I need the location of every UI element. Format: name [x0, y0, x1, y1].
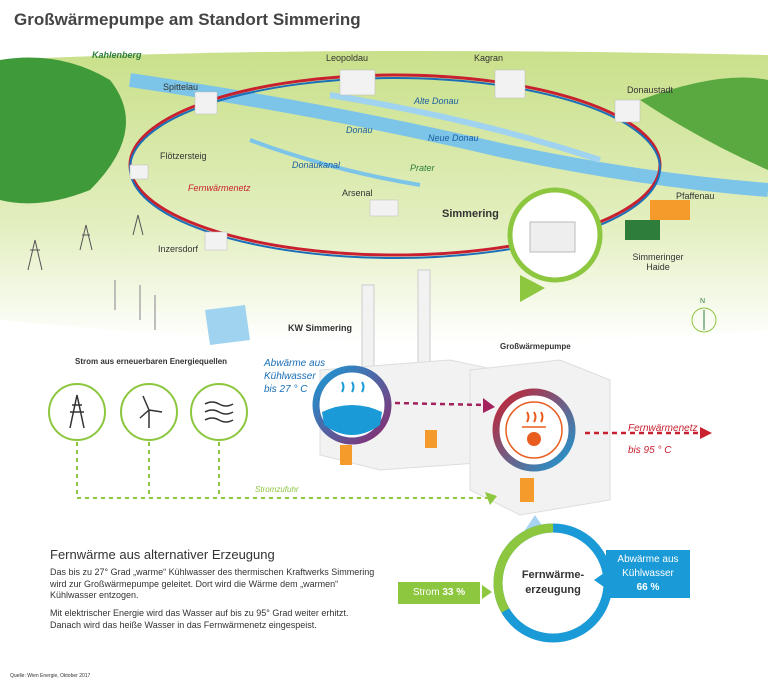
label-arsenal: Arsenal: [342, 188, 373, 198]
plant-inzersdorf: [204, 231, 228, 251]
pylons: [27, 214, 144, 271]
heat-pump-icon: [492, 388, 576, 472]
power-pylon-icon: [48, 383, 106, 441]
plant-simmeringer-haide: [625, 220, 660, 240]
info-paragraph-1: Das bis zu 27° Grad „warme“ Kühlwasser d…: [50, 567, 375, 600]
source-footer: Quelle: Wien Energie, Oktober 2017: [10, 673, 91, 679]
label-donau: Donau: [346, 125, 373, 135]
page-title: Großwärmepumpe am Standort Simmering: [14, 10, 361, 29]
strom-text: Strom: [412, 587, 440, 598]
label-donaustadt: Donaustadt: [627, 85, 674, 95]
compass-icon: [691, 307, 717, 333]
district-heating-line: Fernwärmenetz: [628, 423, 698, 434]
water-waves-icon: [190, 383, 248, 441]
donut-center-line: erzeugung: [525, 584, 581, 596]
label-simmeringer-haide: Simmeringer Haide: [632, 252, 684, 272]
abwaerme-box: [606, 550, 690, 598]
plant-kagran: [494, 69, 526, 99]
waste-heat-label: Abwärme aus Kühlwasser bis 27 ° C: [264, 357, 325, 396]
kw-simmering-label: KW Simmering: [288, 323, 353, 333]
label-kahlenberg: Kahlenberg: [92, 50, 142, 60]
hills: [0, 57, 126, 204]
label-neue-donau: Neue Donau: [428, 133, 479, 143]
strom-label: Strom 33 %: [398, 587, 480, 598]
label-donaukanal: Donaukanal: [292, 160, 341, 170]
renewables-label: Strom aus erneuerbaren Energiequellen: [75, 357, 228, 366]
strom-box: [398, 582, 480, 604]
waste-heat-arrow: [394, 401, 486, 407]
district-heating-line: bis 95 ° C: [628, 445, 672, 456]
river-donau: [128, 73, 768, 197]
waste-heat-line: Abwärme aus: [264, 358, 326, 369]
plant-arsenal: [369, 199, 399, 217]
wind-turbine-icon: [120, 383, 178, 441]
renewable-icons: [48, 383, 248, 441]
plant-pfaffenau: [650, 200, 690, 220]
power-supply-label: Stromzufuhr: [255, 485, 299, 494]
district-heating-label: Fernwärmenetz bis 95 ° C: [628, 418, 697, 462]
label-fernwaermenetz-map: Fernwärmenetz: [188, 183, 251, 193]
power-supply-line: [76, 442, 490, 499]
label-floetzersteig: Flötzersteig: [160, 151, 207, 161]
info-title: Fernwärme aus alternativer Erzeugung: [50, 547, 275, 562]
wind-turbines: [114, 280, 156, 330]
highlight-pointer: [520, 275, 545, 302]
heat-pump-label: Großwärmepumpe: [500, 342, 571, 351]
info-paragraph-2: Mit elektrischer Energie wird das Wasser…: [50, 608, 349, 630]
abwaerme-line: Abwärme aus: [617, 554, 679, 565]
label-pfaffenau: Pfaffenau: [676, 191, 715, 201]
donut-segment-strom: [493, 523, 613, 643]
abwaerme-pointer: [594, 573, 604, 587]
strom-value: 33 %: [442, 587, 466, 598]
label-spittelau: Spittelau: [163, 82, 199, 92]
plant-floetzersteig: [129, 164, 149, 180]
compass-label: N: [700, 298, 706, 305]
plant-donaustadt: [614, 99, 641, 123]
label-leopoldau: Leopoldau: [326, 53, 369, 63]
waste-heat-line: Kühlwasser: [264, 371, 316, 382]
chimney: [361, 284, 375, 376]
label-kagran: Kagran: [474, 53, 504, 63]
label-simmering: Simmering: [442, 208, 499, 220]
waste-heat-line: bis 27 ° C: [264, 384, 308, 395]
plant-leopoldau: [339, 69, 376, 96]
label-alte-donau: Alte Donau: [414, 96, 459, 106]
hydro-dam: [205, 305, 250, 345]
label-inzersdorf: Inzersdorf: [158, 244, 199, 254]
label-prater: Prater: [410, 163, 435, 173]
strom-pointer: [482, 585, 492, 599]
donut-center-line: Fernwärme-: [521, 569, 585, 581]
donut-center-label: Fernwärme- erzeugung: [503, 568, 603, 598]
plant-spittelau: [194, 91, 218, 115]
abwaerme-label: Abwärme aus Kühlwasser 66 %: [606, 553, 690, 595]
abwaerme-value: 66 %: [636, 582, 660, 593]
abwaerme-line: Kühlwasser: [622, 568, 674, 579]
